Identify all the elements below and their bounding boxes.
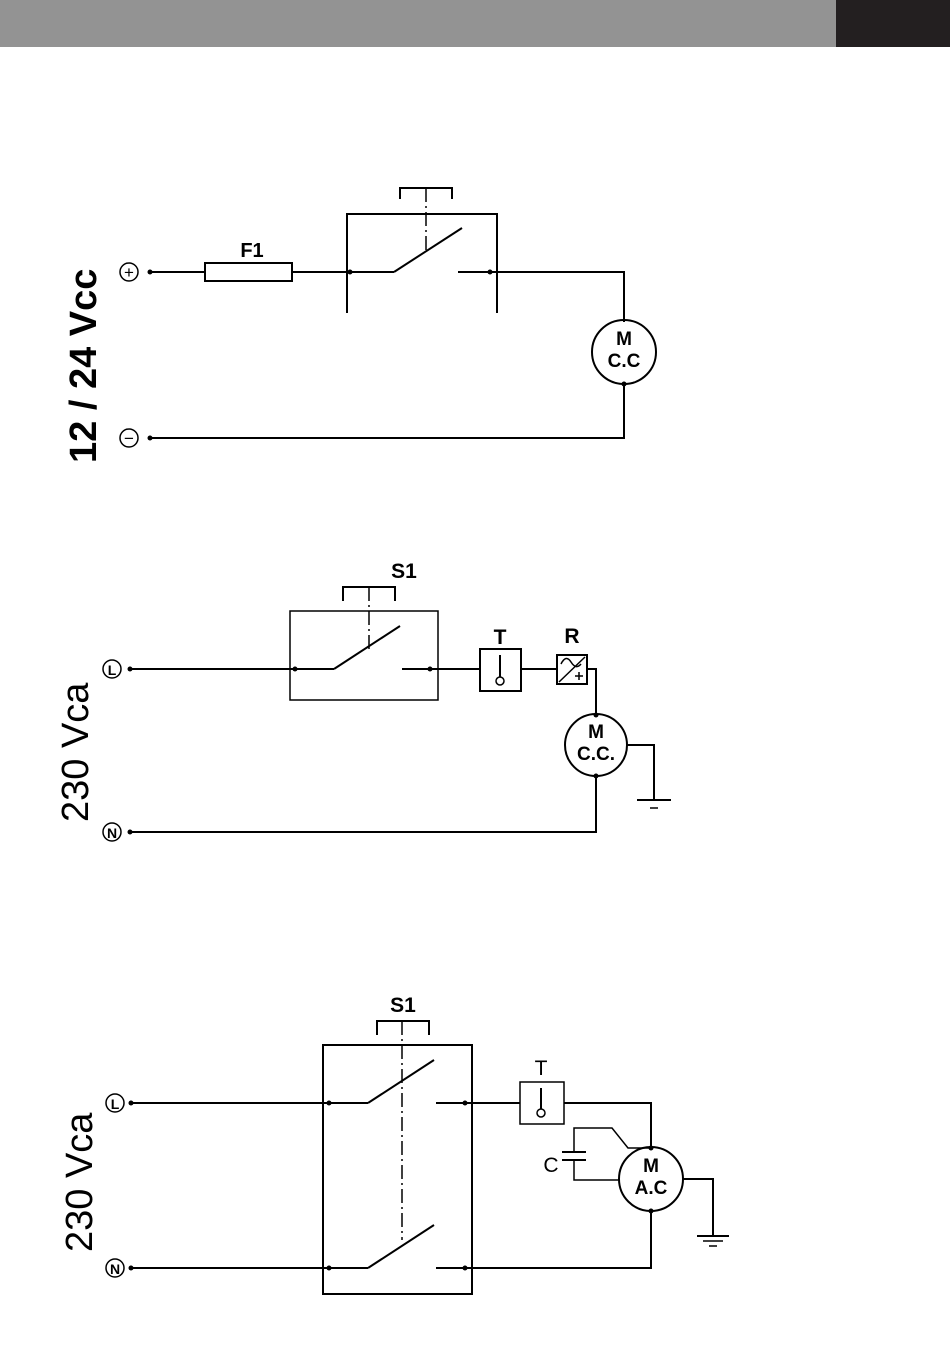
svg-text:−: − <box>124 429 134 448</box>
thermostat-icon: T <box>480 626 521 691</box>
regulator-icon: R <box>557 625 587 684</box>
svg-text:+: + <box>124 263 134 282</box>
supply-voltage-label: 230 Vca <box>59 1112 101 1252</box>
svg-text:L: L <box>111 1096 120 1112</box>
diagram-dc-supply: 12 / 24 Vcc + − F1 <box>63 188 656 463</box>
switch-dc <box>347 188 497 313</box>
svg-text:N: N <box>107 825 117 841</box>
motor-ac: M A.C <box>619 1146 683 1214</box>
neutral-terminal-icon: N <box>106 1259 124 1277</box>
svg-text:M: M <box>616 329 632 350</box>
switch-label: S1 <box>391 560 417 583</box>
svg-text:N: N <box>110 1261 120 1277</box>
capacitor-icon: C <box>543 1128 651 1180</box>
supply-voltage-label: 230 Vca <box>55 682 97 822</box>
svg-text:C.C: C.C <box>608 351 641 372</box>
fuse-f1: F1 <box>205 240 292 281</box>
line-terminal-icon: L <box>103 660 121 678</box>
svg-text:L: L <box>108 662 117 678</box>
motor-dc-2: M C.C. <box>565 713 627 779</box>
switch-s1: S1 <box>290 560 438 700</box>
switch-s1-double-pole: S1 <box>323 994 472 1294</box>
svg-text:M: M <box>643 1156 659 1177</box>
svg-text:A.C: A.C <box>635 1178 668 1199</box>
neutral-terminal-icon: N <box>103 823 121 841</box>
positive-wire <box>150 272 624 322</box>
ground-icon <box>683 1179 729 1246</box>
positive-terminal-icon: + <box>120 263 138 282</box>
motor-dc: M C.C <box>592 320 656 387</box>
negative-terminal-icon: − <box>120 429 138 448</box>
diagram-ac-dc-motor: 230 Vca L N S1 T <box>55 560 671 841</box>
svg-text:C: C <box>543 1154 558 1177</box>
fuse-label: F1 <box>240 240 263 262</box>
svg-text:T: T <box>494 626 507 649</box>
line-terminal-icon: L <box>106 1094 124 1112</box>
negative-wire <box>150 384 624 438</box>
svg-text:C.C.: C.C. <box>577 744 615 765</box>
thermostat-icon: T <box>520 1057 564 1124</box>
svg-text:M: M <box>588 722 604 743</box>
supply-voltage-label: 12 / 24 Vcc <box>63 269 105 463</box>
svg-text:R: R <box>564 625 579 648</box>
ground-icon <box>627 745 671 808</box>
svg-text:T: T <box>535 1057 548 1080</box>
switch-label: S1 <box>390 994 416 1017</box>
diagram-ac-motor: 230 Vca L N S1 T <box>59 994 729 1294</box>
